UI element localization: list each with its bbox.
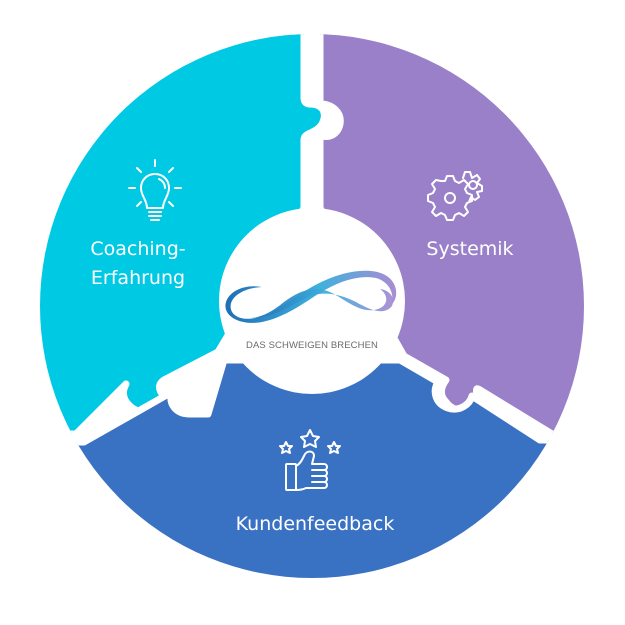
segment-systemik-content: Systemik xyxy=(426,171,514,260)
systemik-label: Systemik xyxy=(426,238,513,260)
center-logo: DAS SCHWEIGEN BRECHEN xyxy=(225,270,397,351)
coaching-label-line2: Erfahrung xyxy=(91,267,185,289)
star-icon xyxy=(279,441,293,454)
gears-icon xyxy=(427,171,483,221)
coaching-label-line1: Coaching- xyxy=(90,238,185,260)
star-icon xyxy=(300,429,320,448)
star-icon xyxy=(327,441,341,454)
infinity-lower-stroke xyxy=(250,288,394,318)
thumbs-up-stars-icon xyxy=(279,429,341,491)
segment-coaching-content: Coaching- Erfahrung xyxy=(90,159,186,289)
kundenfeedback-label: Kundenfeedback xyxy=(236,513,395,535)
segment-kundenfeedback-content: Kundenfeedback xyxy=(236,429,395,535)
center-circle xyxy=(219,208,405,394)
lightbulb-icon xyxy=(128,159,182,221)
logo-text: DAS SCHWEIGEN BRECHEN xyxy=(246,340,378,351)
infinity-icon xyxy=(225,270,397,323)
